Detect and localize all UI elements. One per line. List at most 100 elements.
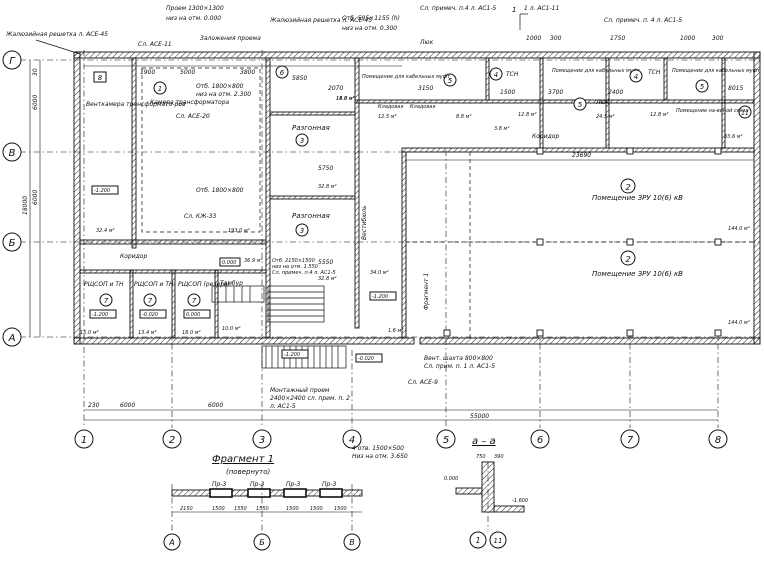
dashed-lines bbox=[141, 67, 754, 338]
callouts: Жалюзийная решетка л. АСЕ-45 Проем 1300×… bbox=[5, 5, 682, 410]
dim-top-1500: 1500 bbox=[500, 89, 515, 96]
room-number: 5 bbox=[700, 83, 705, 91]
level-marks: -1.200 0.000 -1.200 -0.020 0.000 -0.020 … bbox=[89, 185, 397, 363]
room-name: Люк bbox=[419, 39, 434, 46]
room-name: Помещение ЗРУ 10(6) кВ bbox=[592, 194, 683, 202]
area-value: 12.5 м² bbox=[378, 114, 397, 120]
dim-bottom-55000: 55000 bbox=[470, 413, 489, 420]
level-value: -1.200 bbox=[284, 352, 300, 358]
room-number: 2 bbox=[625, 183, 630, 192]
axis-label-a: А bbox=[8, 333, 16, 344]
area-value: 32.8 м² bbox=[318, 276, 337, 282]
area-value: 13.4 м² bbox=[138, 330, 157, 336]
dim-bottom-230: 230 bbox=[88, 402, 100, 409]
axis-label-v: В bbox=[9, 148, 16, 159]
room-number: 2 bbox=[625, 255, 630, 264]
dim-top-1900: 1900 bbox=[140, 69, 155, 76]
callout-text: Сл. примеч. п.4 л. АС1-5 bbox=[272, 270, 336, 276]
level-value: 0.000 bbox=[222, 260, 236, 266]
dim-top-8015: 8015 bbox=[728, 85, 743, 92]
room-name: Венткамера трансформато-ров bbox=[86, 101, 186, 108]
fragment-dim: 2150 bbox=[180, 506, 193, 512]
room-name: Люк bbox=[595, 99, 610, 106]
room-name: Помещение для кабельных муфт bbox=[672, 68, 761, 74]
dim-top-300b: 300 bbox=[712, 35, 724, 42]
callout-text: низ на отм. 1.550 bbox=[272, 264, 318, 270]
fragment-dim: 1550 bbox=[256, 506, 269, 512]
room-name: Коридор bbox=[120, 253, 147, 260]
dim-top-3700: 3700 bbox=[548, 89, 563, 96]
dim-left-18000: 18000 bbox=[22, 196, 29, 215]
area-value: 1.6 м² bbox=[388, 328, 403, 334]
callout-text: Сл. АСЕ-11 bbox=[138, 41, 172, 48]
room-name: ТСН bbox=[506, 71, 519, 78]
area-value: 32.8 м² bbox=[318, 184, 337, 190]
fragment-dim: 1500 bbox=[212, 506, 225, 512]
room-name: ТСН bbox=[648, 69, 661, 76]
callout-text: л. АС1-5 bbox=[269, 403, 296, 410]
callout-text: 2400×2400 сл. прим. п. 2 bbox=[270, 395, 350, 402]
dim-top-300a: 300 bbox=[550, 35, 562, 42]
callout-text: Вент. шахта 800×800 bbox=[424, 355, 493, 362]
room-name: РЩСОП (резерв) bbox=[178, 281, 230, 288]
dimension-lines bbox=[29, 60, 754, 421]
callout-text: низ на отм. 0.000 bbox=[166, 15, 221, 22]
level-value: -1.200 bbox=[94, 188, 110, 194]
callout-text: Сл. примеч. п.4 л. АС1-5 bbox=[420, 5, 497, 12]
dim-mid-5550: 5550 bbox=[318, 259, 333, 266]
section-dim: 750 bbox=[476, 454, 486, 460]
callout-text: Сл. прим. п. 1 л. АС1-5 bbox=[424, 363, 495, 370]
dim-left-30: 30 bbox=[32, 68, 39, 76]
room-number: 5 bbox=[578, 101, 583, 109]
columns bbox=[443, 147, 722, 337]
room-number: 8 bbox=[98, 74, 103, 82]
level-value: 0.000 bbox=[186, 312, 200, 318]
room-number: 1 bbox=[158, 85, 162, 93]
area-value: 3.8 м² bbox=[494, 126, 509, 132]
fragment-dim: 1500 bbox=[286, 506, 299, 512]
cut-mark: 1 bbox=[512, 6, 516, 14]
room-name: Разгонная bbox=[292, 212, 330, 220]
dim-left-6000a: 6000 bbox=[32, 95, 39, 110]
dim-top-2400: 2400 bbox=[608, 89, 623, 96]
fragment-axis: В bbox=[349, 538, 355, 547]
dim-bottom-6000b: 6000 bbox=[208, 402, 223, 409]
room-name: РЩСОП и ТН bbox=[134, 281, 174, 288]
dim-mid-5750: 5750 bbox=[318, 165, 333, 172]
room-name: Помещение на-веной связи bbox=[676, 108, 749, 114]
area-value: 12.8 м² bbox=[650, 112, 669, 118]
axis-label-b: Б bbox=[9, 238, 16, 249]
room-number: 4 bbox=[494, 71, 498, 79]
stairs bbox=[211, 285, 347, 369]
callout-text: Фрагмент 1 bbox=[423, 273, 430, 310]
area-value: 18.8 м² bbox=[336, 96, 355, 102]
fragment-label: Пр-3 bbox=[250, 481, 264, 488]
area-value: 36.9 м² bbox=[244, 258, 263, 264]
section-cut: 1 bbox=[512, 6, 528, 30]
area-value: 10.0 м² bbox=[222, 326, 241, 332]
axis-label-4: 4 bbox=[349, 435, 355, 446]
dim-left-6000b: 6000 bbox=[32, 190, 39, 205]
area-value: 144.0 м² bbox=[728, 226, 750, 232]
fragment-axis: А bbox=[168, 538, 174, 547]
room-number: 7 bbox=[192, 297, 197, 305]
fragment-dim: 1500 bbox=[310, 506, 323, 512]
axis-label-3: 3 bbox=[259, 435, 265, 446]
callout-text: Жалюзийная решетка л. АСЕ-45 bbox=[269, 17, 372, 24]
dim-mid-span: 23690 bbox=[572, 152, 591, 159]
dim-bottom-6000a: 6000 bbox=[120, 402, 135, 409]
section-level: -1.600 bbox=[512, 498, 528, 504]
callout-text: низ на отм. 2.300 bbox=[196, 91, 251, 98]
axis-label-6: 6 bbox=[537, 435, 543, 446]
section-a-a: а – а 750 390 0.000 -1.600 1 11 bbox=[444, 436, 528, 549]
dim-top-5850: 5850 bbox=[292, 75, 307, 82]
level-value: -1.200 bbox=[92, 312, 108, 318]
fragment-title: Фрагмент 1 bbox=[212, 454, 274, 465]
area-value: 18.0 м² bbox=[182, 330, 201, 336]
room-name: Помещение для кабельных муфт bbox=[362, 74, 451, 80]
dim-top-1000a: 1000 bbox=[526, 35, 541, 42]
axis-label-8: 8 bbox=[715, 435, 721, 446]
room-name: Вестибюль bbox=[361, 205, 368, 240]
callout-text: низ на отм. 0.300 bbox=[342, 25, 397, 32]
room-number: 11 bbox=[741, 110, 749, 117]
